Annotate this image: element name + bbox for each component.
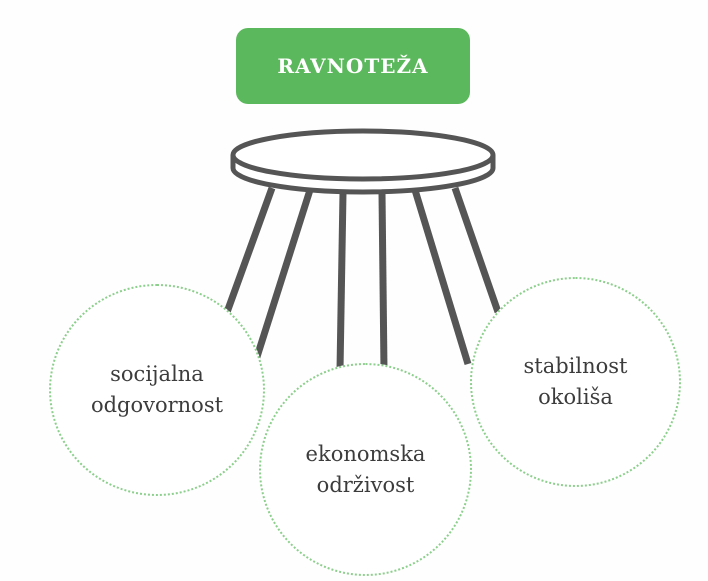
stool-leg [411, 188, 472, 366]
pillar-label-social: socijalna odgovornost [90, 362, 224, 417]
pillar-circle-economic: ekonomska održivost [259, 363, 472, 576]
title-box: RAVNOTEŽA [236, 28, 470, 104]
diagram-title: RAVNOTEŽA [277, 54, 429, 78]
pillar-label-economic: ekonomska održivost [305, 441, 426, 497]
stool-leg [336, 192, 347, 371]
stool-leg [222, 186, 276, 317]
stool-legs [222, 186, 502, 371]
stool-seat-top [230, 128, 496, 182]
pillar-label-environment: stabilnost okoliša [523, 354, 628, 409]
stool-leg [378, 192, 388, 371]
stool-leg [451, 186, 502, 314]
pillar-circle-environment: stabilnost okoliša [470, 277, 681, 487]
stool-leg [252, 188, 314, 362]
pillar-circle-social: socijalna odgovornost [49, 284, 265, 496]
